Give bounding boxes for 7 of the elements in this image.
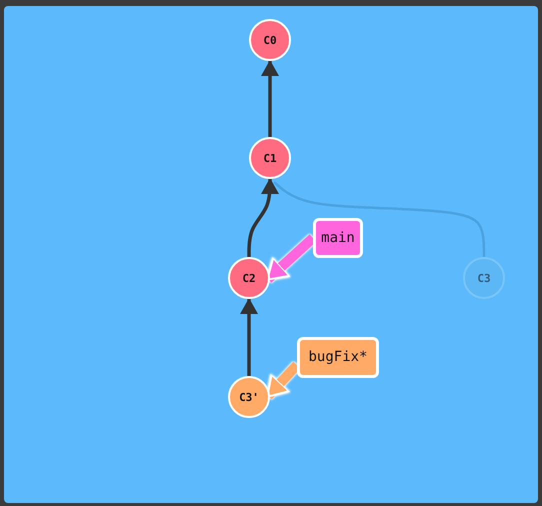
commit-circle: C3 xyxy=(463,257,505,299)
arrow xyxy=(261,60,279,137)
branch-label: main xyxy=(313,218,363,258)
connector-line xyxy=(273,181,486,257)
arrow xyxy=(247,178,279,257)
arrow xyxy=(240,298,258,376)
branch-label: bugFix* xyxy=(297,336,379,378)
